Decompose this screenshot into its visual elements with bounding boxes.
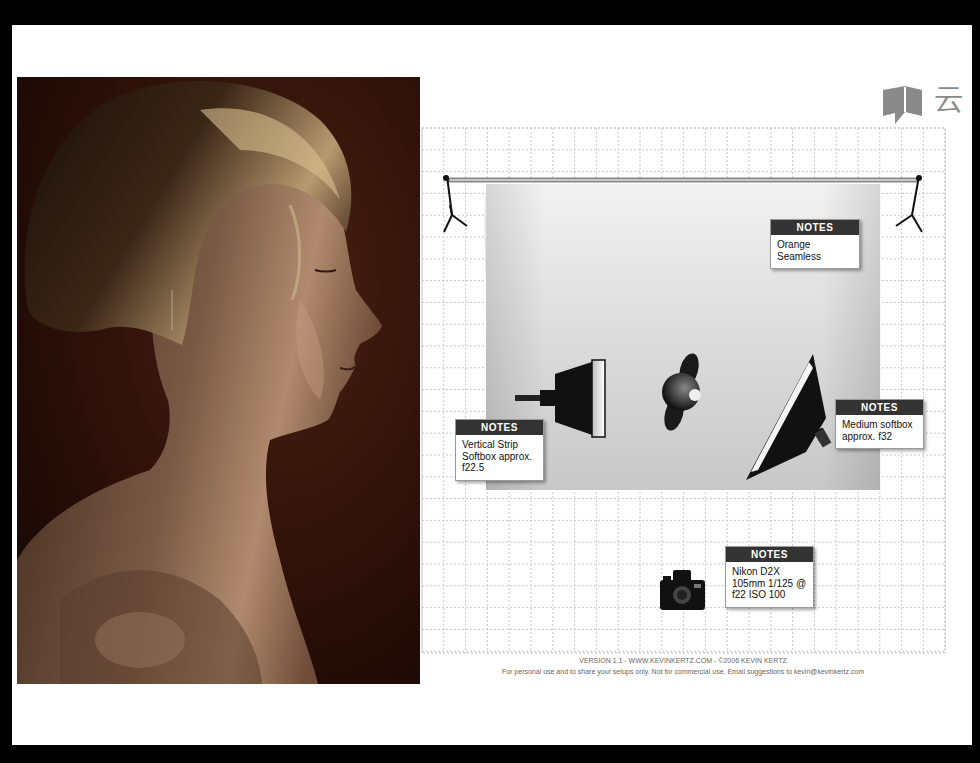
notes-box: NOTESOrange Seamless [770,219,860,269]
grid-line [422,651,945,652]
footer-note: VERSION 1.1 - WWW.KEVINKERTZ.COM - ©2006… [579,657,787,664]
grid-line [422,171,945,172]
medium-softbox-symbol [746,354,831,480]
grid-line [465,128,466,653]
grid-frame [422,128,945,653]
floor-grid [422,128,945,653]
footer-note: For personal use and to share your setup… [502,668,864,675]
grid-line [422,498,945,499]
notes-heading: NOTES [771,220,859,235]
grid-line [422,128,945,129]
notes-text: Nikon D2X 105mm 1/125 @ f22 ISO 100 [726,562,813,607]
grid-line [422,542,945,543]
notes-box: NOTESNikon D2X 105mm 1/125 @ f22 ISO 100 [725,546,814,608]
notes-text: Medium softbox approx. f32 [836,415,923,448]
notes-text: Orange Seamless [771,235,859,268]
grid-line [901,128,902,653]
notes-heading: NOTES [456,420,543,435]
subject-symbol [661,351,702,433]
portrait-photo [17,77,420,684]
notes-box: NOTESVertical Strip Softbox approx. f22.… [455,419,544,481]
notes-heading: NOTES [726,547,813,562]
notes-heading: NOTES [836,400,923,415]
page [12,25,972,745]
grid-line [422,128,423,653]
watermark: 云 [934,84,964,114]
watermark-icon [883,86,922,124]
grid-line [923,128,924,653]
grid-line [422,520,945,521]
grid-line [422,629,945,630]
notes-box: NOTESMedium softbox approx. f32 [835,399,924,449]
grid-line [422,149,945,150]
camera-symbol [660,570,705,610]
grid-line [945,128,946,653]
grid-line [422,564,945,565]
grid-line [443,128,444,653]
notes-text: Vertical Strip Softbox approx. f22.5 [456,435,543,480]
